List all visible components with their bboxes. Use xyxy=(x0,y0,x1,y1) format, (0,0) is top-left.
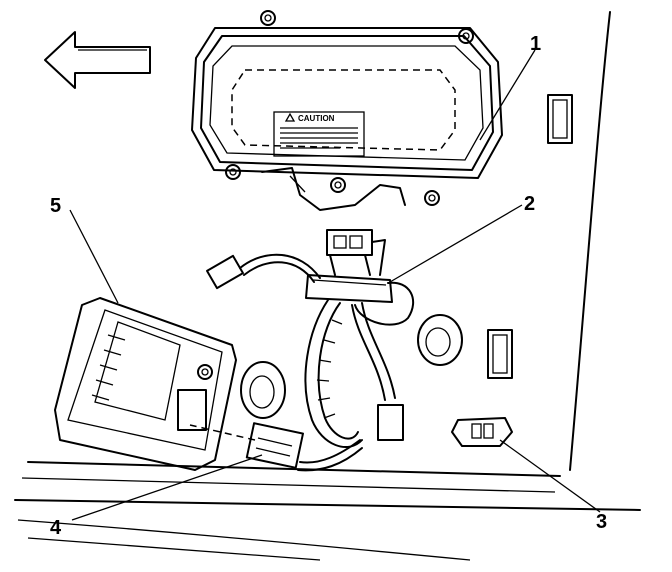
panel-slot xyxy=(487,329,513,379)
part-4-harness-connector xyxy=(189,422,304,469)
part-1-airbag-module: CAUTION xyxy=(191,10,503,211)
direction-arrow-icon xyxy=(44,31,151,89)
panel-slot xyxy=(547,94,573,144)
panel-outline xyxy=(14,11,641,561)
callout-1: 1 xyxy=(530,33,541,55)
panel-hole xyxy=(240,361,286,419)
mounting-stud xyxy=(330,177,346,193)
caution-label xyxy=(273,111,365,157)
mounting-stud xyxy=(225,164,241,180)
callout-leaders xyxy=(69,49,601,521)
callout-4: 4 xyxy=(50,517,62,539)
part-5-sensing-module xyxy=(54,297,237,471)
panel-hole xyxy=(417,314,463,366)
part-3-retainer-clip xyxy=(451,417,513,447)
callout-5: 5 xyxy=(50,195,61,217)
wiring-harness xyxy=(206,253,404,472)
callout-3: 3 xyxy=(596,511,607,533)
caution-label-text: CAUTION xyxy=(298,114,335,123)
caution-triangle-icon xyxy=(284,112,296,122)
mounting-stud xyxy=(458,28,474,44)
callout-2: 2 xyxy=(524,193,535,215)
mounting-stud xyxy=(424,190,440,206)
mounting-stud xyxy=(260,10,276,26)
